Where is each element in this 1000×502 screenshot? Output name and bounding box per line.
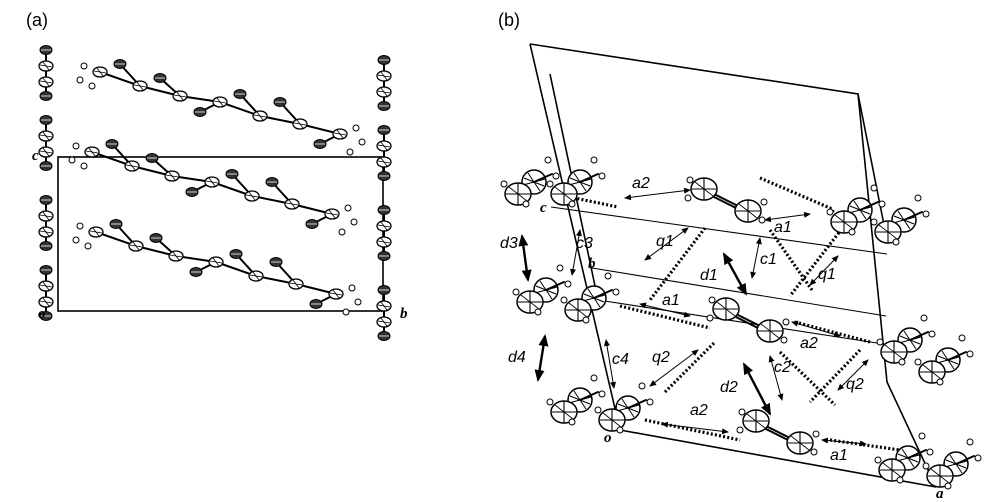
molecule [547,157,605,207]
molecule [513,265,571,315]
dashed-contact [619,304,711,330]
contact-label-q1-right: q1 [818,266,836,283]
molecule [915,335,973,385]
contact-label-q2: q2 [652,349,670,366]
contact-arrow-a1 [764,211,811,223]
contact-arrow-d2 [742,362,772,416]
contact-label-d3: d3 [500,235,518,252]
panel-a-label: (a) [26,10,48,30]
molecule [923,439,981,489]
contact-arrow-d1 [722,252,748,296]
contact-label-q1: q1 [656,233,674,250]
contact-arrow-q2 [649,349,699,387]
contact-label-a2-mid: a2 [800,335,818,352]
unit-cell-a [57,156,384,312]
panel-a-axis-c: c [32,148,39,164]
dashed-contact [788,225,846,297]
contact-arrow-a1-bottom [821,437,867,447]
contact-label-d1: d1 [700,267,718,284]
molecule-chain [73,220,361,316]
dashed-contact [644,418,741,442]
cell-frame-edge [857,93,888,241]
contact-arrow-q1 [644,227,689,261]
panel-a-structure [39,46,391,341]
contact-label-a2-bottom: a2 [690,402,708,419]
contact-label-a1: a1 [774,219,792,236]
contact-arrow-a1-mid [639,302,691,318]
panel-b-axis-b: b [588,256,596,272]
contact-arrow-a2 [624,187,691,201]
molecule [737,409,819,455]
molecule [561,273,619,323]
edge-column [377,286,391,341]
contact-arrow-a2-bottom [661,421,729,435]
contact-arrow-d3 [518,234,532,282]
contact-label-a1-bottom: a1 [830,447,848,464]
molecule [875,433,933,483]
panel-a-axis-b: b [400,306,408,322]
dashed-contact [663,340,717,394]
contact-arrow-d4 [534,334,549,382]
contact-arrow-q1-right [809,255,839,286]
contact-arrow-c4 [604,339,616,389]
panel-b-label: (b) [498,10,520,30]
molecule [685,177,767,223]
contact-label-d2: d2 [720,379,738,396]
dashed-contact [808,348,862,404]
panel-a-axis-origin: o [38,306,46,322]
contact-label-c2: c2 [774,359,791,376]
contact-arrow-c3 [570,229,582,276]
molecule [595,383,653,433]
contact-label-c4: c4 [612,351,629,368]
cell-frame-edge [529,43,621,431]
dashed-contact [778,350,837,407]
contact-label-c1: c1 [760,251,777,268]
layer-plane [597,299,891,346]
cell-frame-outer [529,43,937,488]
contact-arrow-c1 [750,237,762,279]
contact-arrow-q2-right [837,359,869,391]
contact-label-a2: a2 [632,175,650,192]
panel-b-structure [501,43,981,489]
molecule [707,297,789,343]
contact-arrow-c2 [768,355,784,401]
contact-label-c3: c3 [576,235,593,252]
contact-arrow-a2-mid [791,320,841,338]
molecule-chain [77,60,365,156]
panel-b-axis-c: c [540,200,547,216]
panel-b-axis-origin: o [604,430,612,446]
edge-column [377,56,391,111]
contact-label-q2-right: q2 [846,376,864,393]
edge-column [39,116,53,171]
edge-column [39,46,53,101]
panel-b-axis-a: a [936,486,944,502]
edge-column [377,126,391,181]
edge-column [39,196,53,251]
molecule [877,315,935,365]
molecule [547,375,605,425]
edge-column [377,206,391,261]
layer-plane [550,206,888,255]
contact-label-a1-mid: a1 [662,292,680,309]
contact-label-d4: d4 [508,349,526,366]
